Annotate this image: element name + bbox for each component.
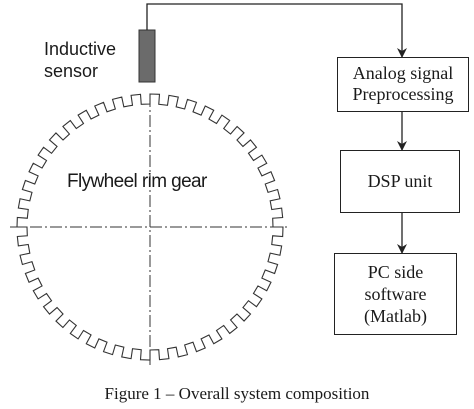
inductive-sensor-body	[138, 29, 156, 83]
analog-preprocessing-block: Analog signal Preprocessing	[337, 57, 469, 112]
sensor-label-line-2: sensor	[44, 61, 99, 81]
analog-block-line-1: Analog signal	[352, 63, 454, 83]
dsp-unit-block: DSP unit	[340, 150, 460, 213]
dsp-block-label: DSP unit	[367, 171, 433, 191]
figure-caption: Figure 1 – Overall system composition	[104, 384, 370, 403]
pc-block-line-2: software	[364, 284, 427, 304]
pc-block-line-3: (Matlab)	[364, 306, 427, 326]
pc-software-block: PC side software (Matlab)	[334, 253, 457, 335]
gear-label: Flywheel rim gear	[67, 171, 207, 192]
sensor-label-line-1: Inductive	[44, 39, 117, 59]
pc-block-line-1: PC side	[367, 262, 424, 282]
sensor-label: Inductive sensor	[44, 38, 116, 82]
sensor-signal-wire	[146, 3, 407, 58]
analog-block-line-2: Preprocessing	[352, 84, 454, 104]
